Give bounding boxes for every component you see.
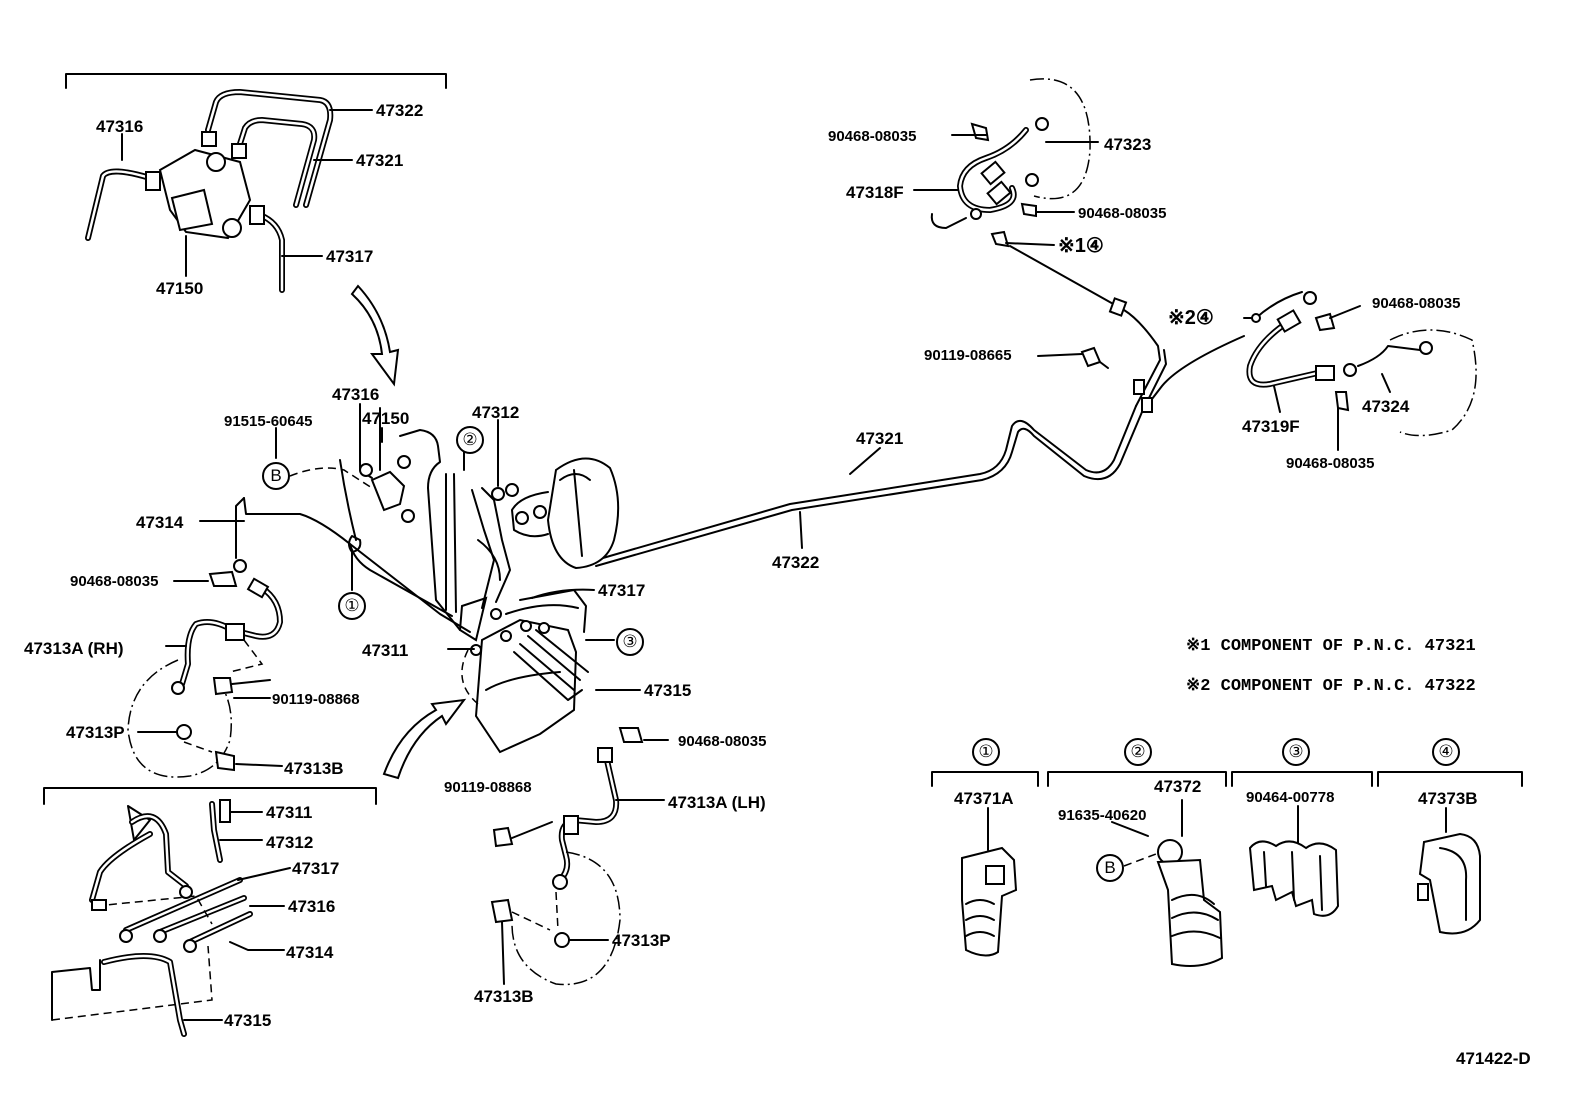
- label-90468-08035-f: 90468-08035: [678, 733, 767, 750]
- label-90468-08035-d: 90468-08035: [1286, 455, 1375, 472]
- label-47317-top: 47317: [326, 247, 374, 266]
- label-47323: 47323: [1104, 135, 1152, 154]
- label-47318F: 47318F: [846, 183, 904, 202]
- label-90119-08868-b: 90119-08868: [444, 779, 532, 796]
- label-47311-bot: 47311: [266, 803, 313, 822]
- label-47313B-a: 47313B: [284, 759, 344, 778]
- label-47315-bot: 47315: [224, 1011, 272, 1030]
- label-47316-top: 47316: [96, 117, 144, 136]
- label-47319F: 47319F: [1242, 417, 1300, 436]
- main-brake-lines: [595, 245, 1245, 567]
- label-47313A-LH: 47313A (LH): [668, 793, 766, 812]
- label-90468-08035-c: 90468-08035: [1372, 295, 1461, 312]
- callout-1: ①: [338, 592, 366, 620]
- ref-note-2: ※2④: [1168, 307, 1214, 329]
- label-47316-mid: 47316: [332, 385, 380, 404]
- label-47371A: 47371A: [954, 789, 1014, 808]
- clamp-header-1: ①: [972, 738, 1000, 766]
- label-47322-mid: 47322: [772, 553, 820, 572]
- abs-actuator: [199, 403, 881, 754]
- label-47314-mid: 47314: [136, 513, 184, 532]
- label-90468-08035-b: 90468-08035: [1078, 205, 1167, 222]
- label-47150-top: 47150: [156, 279, 204, 298]
- ref-note-1: ※1④: [1058, 235, 1104, 257]
- clamp-header-2: ②: [1124, 738, 1152, 766]
- note-component-47321: ※1 COMPONENT OF P.N.C. 47321: [1186, 637, 1476, 656]
- label-47321-mid: 47321: [856, 429, 904, 448]
- top-left-detail: [65, 73, 447, 293]
- label-47313P-a: 47313P: [66, 723, 125, 742]
- direction-arrows: [350, 284, 467, 780]
- label-47313P-b: 47313P: [612, 931, 671, 950]
- label-47372: 47372: [1154, 777, 1202, 796]
- label-47373B: 47373B: [1418, 789, 1478, 808]
- label-90119-08665: 90119-08665: [924, 347, 1012, 364]
- label-47321-top: 47321: [356, 151, 404, 170]
- front-right-detail: [913, 78, 1099, 248]
- brake-booster: [511, 457, 620, 570]
- callout-b-main: B: [262, 462, 290, 490]
- label-90468-08035-a: 90468-08035: [828, 128, 917, 145]
- label-90468-08035-e: 90468-08035: [70, 573, 159, 590]
- clamp-header-3: ③: [1282, 738, 1310, 766]
- lh-wheel-detail: [490, 727, 669, 986]
- label-47317-mid: 47317: [598, 581, 646, 600]
- clamp-group: [931, 771, 1523, 967]
- label-90464-00778: 90464-00778: [1246, 789, 1335, 806]
- label-47311-mid: 47311: [362, 641, 409, 660]
- callout-2: ②: [456, 426, 484, 454]
- label-47317-bot: 47317: [292, 859, 340, 878]
- callout-b-clamp: B: [1096, 854, 1124, 882]
- diagram-id: 471422-D: [1456, 1049, 1531, 1068]
- label-47313B-b: 47313B: [474, 987, 534, 1006]
- label-47316-bot: 47316: [288, 897, 336, 916]
- label-47150-mid: 47150: [362, 409, 410, 428]
- label-47312-bot: 47312: [266, 833, 314, 852]
- label-47314-bot: 47314: [286, 943, 334, 962]
- label-47324: 47324: [1362, 397, 1410, 416]
- label-47322-top: 47322: [376, 101, 424, 120]
- label-91515-60645: 91515-60645: [224, 413, 313, 430]
- label-90119-08868-a: 90119-08868: [272, 691, 360, 708]
- label-91635-40620: 91635-40620: [1058, 807, 1147, 824]
- clamp-header-4: ④: [1432, 738, 1460, 766]
- note-component-47322: ※2 COMPONENT OF P.N.C. 47322: [1186, 677, 1476, 696]
- rh-wheel-detail: [127, 497, 283, 778]
- callout-3: ③: [616, 628, 644, 656]
- label-47312-mid: 47312: [472, 403, 520, 422]
- label-47315-mid: 47315: [644, 681, 692, 700]
- bottom-left-detail: [43, 787, 377, 1037]
- rear-right-detail: [1243, 291, 1477, 451]
- label-47313A-RH: 47313A (RH): [24, 639, 124, 658]
